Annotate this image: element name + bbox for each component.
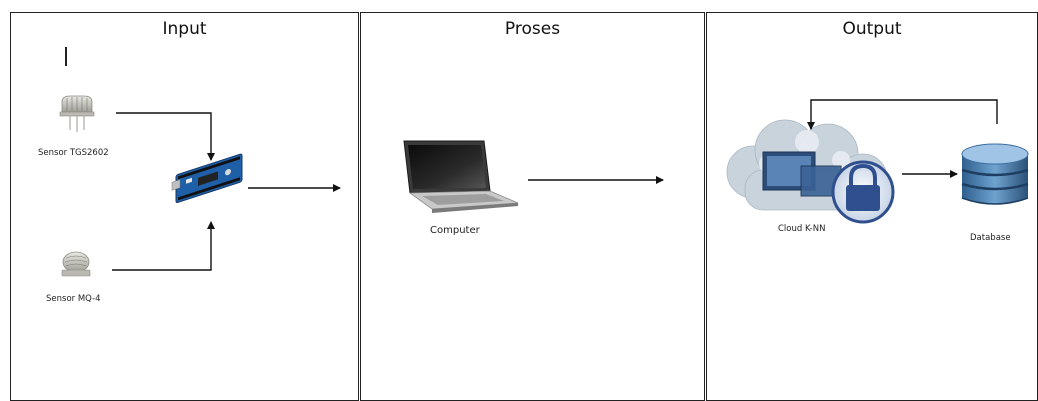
computer-label: Computer	[430, 225, 480, 236]
input-panel: Input	[10, 12, 359, 401]
gas-sensor-icon	[59, 95, 95, 132]
database-label: Database	[970, 233, 1011, 243]
process-panel: Proses	[360, 12, 705, 401]
laptop-icon	[403, 140, 519, 213]
connector-tgs-to-board	[116, 112, 215, 161]
arduino-board-icon	[171, 153, 243, 203]
cloud-label: Cloud K-NN	[778, 224, 826, 234]
cloud-lock-icon	[726, 119, 895, 224]
sensor-tgs-label: Sensor TGS2602	[38, 148, 109, 158]
database-icon	[961, 143, 1029, 205]
input-panel-title: Input	[162, 19, 207, 39]
gas-sensor-icon	[61, 251, 91, 277]
process-panel-title: Proses	[504, 19, 561, 39]
sensor-mq4-label: Sensor MQ-4	[46, 294, 101, 304]
output-panel-title: Output	[842, 19, 902, 39]
connector-database-to-cloud	[807, 99, 998, 130]
connector-mq4-to-board	[112, 221, 215, 271]
